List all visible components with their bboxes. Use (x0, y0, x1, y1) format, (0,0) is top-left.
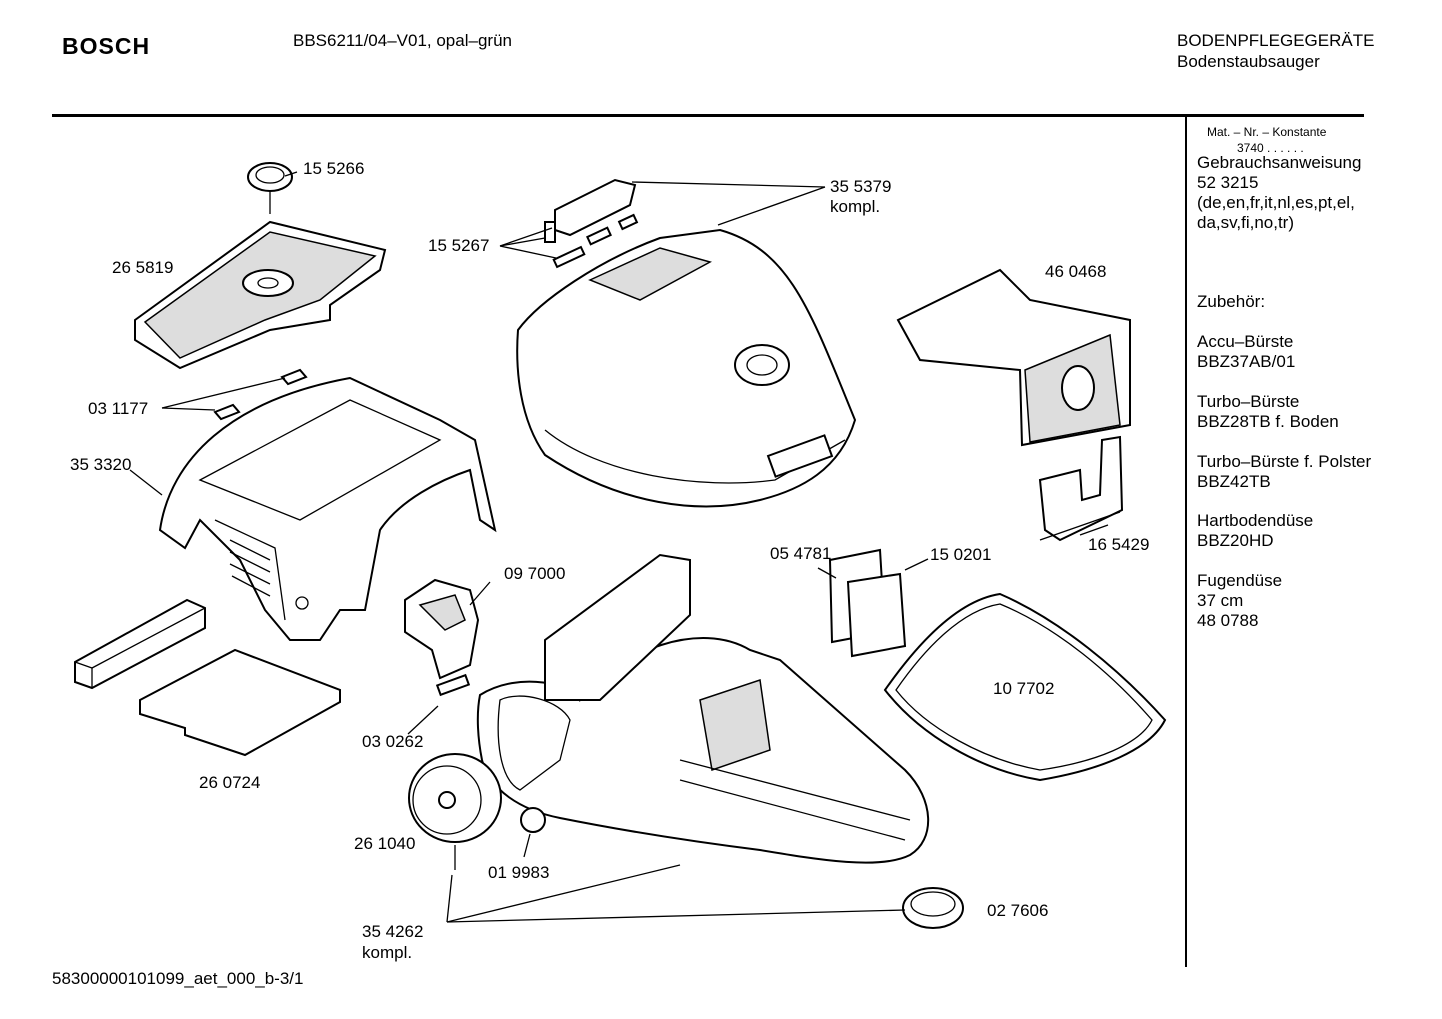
part-label: kompl. (830, 197, 881, 216)
brand-logo: BOSCH (62, 33, 151, 59)
part-label: 03 1177 (88, 399, 149, 418)
mat-nr-label: Mat. – Nr. – Konstante (1207, 125, 1327, 139)
part-label: kompl. (362, 943, 413, 962)
accessory-code: BBZ37AB/01 (1197, 352, 1296, 371)
dust-bag-part (896, 268, 1131, 447)
manual-languages: (de,en,fr,it,nl,es,pt,el, (1197, 193, 1355, 212)
part-label: 15 0201 (930, 545, 992, 564)
filter-lid-part (134, 220, 387, 370)
part-label: 35 5379 (830, 177, 892, 196)
header-divider (52, 114, 1364, 117)
leader-lines (129, 171, 1109, 923)
part-label: 02 7606 (987, 901, 1049, 920)
part-label: 46 0468 (1045, 262, 1107, 281)
accessory-code: BBZ20HD (1197, 531, 1274, 550)
wheel-part (408, 753, 502, 843)
pin-part (435, 673, 471, 697)
accessories-title: Zubehör: (1197, 292, 1266, 311)
part-label: 35 3320 (70, 455, 132, 474)
manual-title: Gebrauchsanweisung (1197, 153, 1362, 172)
part-label: 09 7000 (504, 564, 566, 583)
accessory-name: Turbo–Bürste (1197, 392, 1300, 411)
housing-part (158, 376, 497, 641)
star-clip-part (520, 807, 546, 833)
knob-part (247, 162, 293, 214)
filter-pad-part (139, 648, 341, 757)
clip-part (213, 403, 241, 421)
document-id: 58300000101099_aet_000_b-3/1 (52, 969, 304, 988)
subcategory-title: Bodenstaubsauger (1177, 52, 1320, 71)
part-label: 16 5429 (1088, 535, 1150, 554)
part-label: 05 4781 (770, 544, 832, 563)
accessory-name: Fugendüse (1197, 571, 1283, 590)
part-label: 26 0724 (199, 773, 261, 792)
part-label: 26 5819 (112, 258, 174, 277)
category-title: BODENPFLEGEGERÄTE (1177, 31, 1375, 50)
part-label: 03 0262 (362, 732, 424, 751)
accessory-name: Turbo–Bürste f. Polster (1197, 452, 1372, 471)
accessory-code: BBZ28TB f. Boden (1197, 412, 1339, 431)
exploded-parts-drawing (74, 162, 1167, 929)
bag-holder-part (1038, 435, 1124, 542)
top-cover-part (516, 228, 857, 508)
filter-block-part (74, 598, 206, 690)
part-label: 35 4262 (362, 922, 424, 941)
accessory-code: 37 cm (1197, 591, 1244, 610)
part-label: 15 5267 (428, 236, 490, 255)
part-label: 26 1040 (354, 834, 416, 853)
accessory-code: BBZ42TB (1197, 472, 1271, 491)
sidebar-divider (1185, 117, 1187, 967)
part-label: 15 5266 (303, 159, 365, 178)
mat-nr-value: 3740 . . . . . . (1237, 141, 1304, 155)
base-part (476, 553, 930, 864)
castor-part (902, 887, 964, 929)
accessory-name: Hartbodendüse (1197, 511, 1314, 530)
part-label: 01 9983 (488, 863, 550, 882)
manual-number: 52 3215 (1197, 173, 1259, 192)
flap-part (404, 578, 480, 680)
model-number: BBS6211/04–V01, opal–grün (293, 31, 512, 50)
gasket-part (883, 592, 1167, 782)
accessory-extra: 48 0788 (1197, 611, 1259, 630)
manual-languages: da,sv,fi,no,tr) (1197, 213, 1294, 232)
accessory-name: Accu–Bürste (1197, 332, 1294, 351)
control-part (544, 178, 639, 269)
filter-sheet-part (846, 572, 907, 658)
part-label: 10 7702 (993, 679, 1055, 698)
clip-part (280, 368, 308, 386)
